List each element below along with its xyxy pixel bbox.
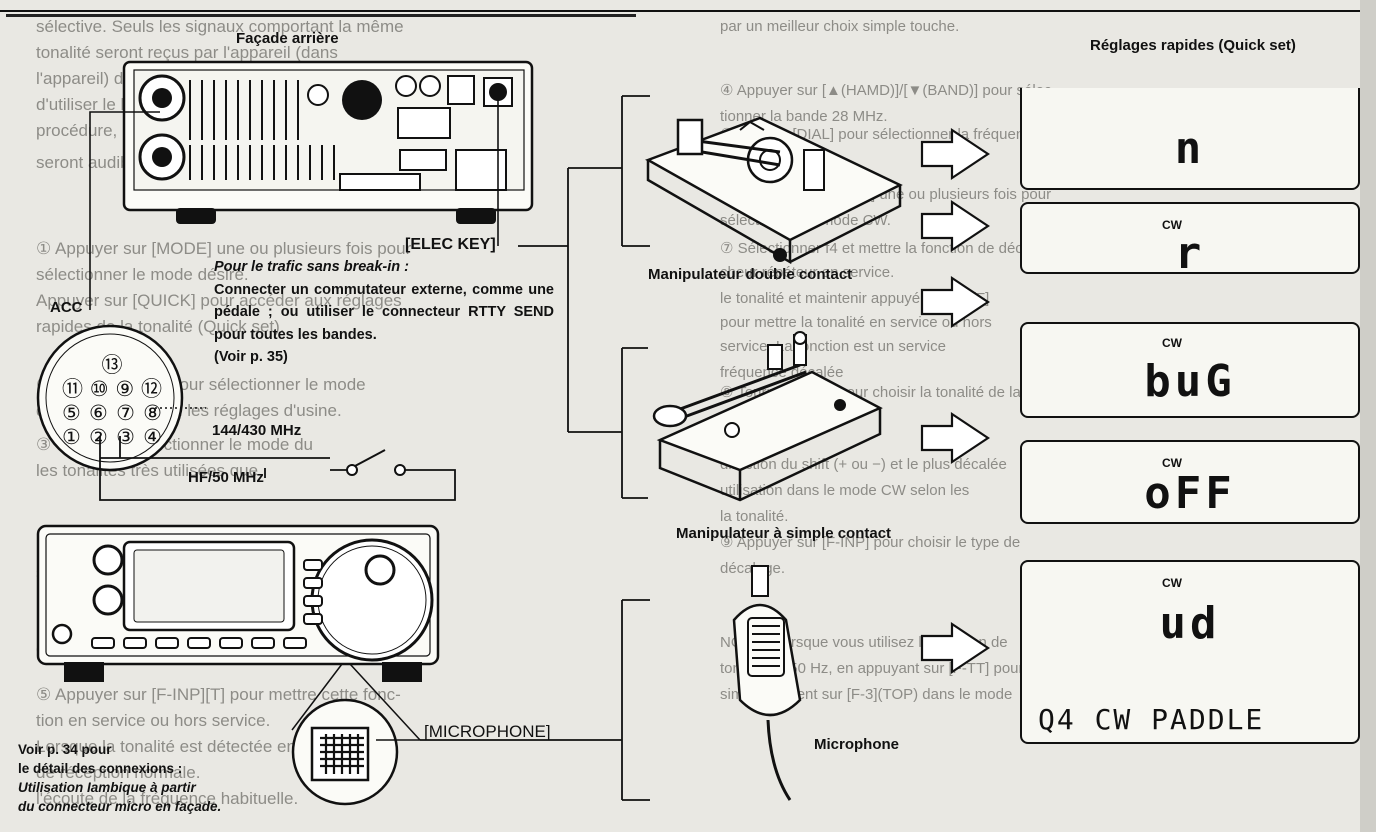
page-edge — [1360, 0, 1376, 832]
lcd-segment-value: ud — [1022, 598, 1358, 649]
elec-key-label: [ELEC KEY] — [405, 236, 496, 254]
quick-set-menu-text: Q4 CW PADDLE — [1038, 703, 1264, 736]
acc-label: ACC — [50, 299, 83, 316]
acc-pin-13: ⑬ — [62, 354, 162, 378]
acc-pin: ⑤ — [62, 402, 81, 426]
lcd-display-3: CW buG — [1020, 322, 1360, 418]
arrows — [922, 130, 988, 672]
cw-indicator: CW — [1162, 576, 1182, 590]
break-in-note-ref: (Voir p. 35) — [214, 346, 554, 369]
lcd-segment-value: buG — [1022, 356, 1358, 407]
break-in-note: Pour le trafic sans break-in : Connecter… — [214, 256, 554, 369]
lcd-segment-value: oFF — [1022, 468, 1358, 519]
double-contact-paddle-illustration — [648, 118, 900, 262]
single-contact-label: Manipulateur à simple contact — [676, 525, 891, 542]
front-note-line: du connecteur micro en façade. — [18, 797, 221, 816]
acc-pin: ⑪ — [62, 378, 83, 402]
lcd-display-1: n — [1020, 88, 1360, 190]
acc-pin-grid: ⑬ ⑪ ⑩ ⑨ ⑫ ⑤ ⑥ ⑦ ⑧ ① ② ③ ④ — [62, 354, 162, 450]
break-in-note-body: Connecter un commutateur externe, comme … — [214, 279, 554, 347]
rear-panel-title: Façade arrière — [236, 30, 339, 47]
acc-pin: ③ — [116, 426, 135, 450]
straight-key-illustration — [654, 332, 880, 500]
acc-pin: ① — [62, 426, 81, 450]
cw-indicator: CW — [1162, 336, 1182, 350]
lcd-segment-value: n — [1022, 123, 1358, 174]
lcd-display-5: CW ud Q4 CW PADDLE — [1020, 560, 1360, 744]
acc-pin: ⑥ — [89, 402, 108, 426]
front-note-line: Utilisation Iambique à partir — [18, 778, 221, 797]
acc-pin: ⑦ — [116, 402, 135, 426]
front-note-line: Voir p. 34 pour — [18, 740, 221, 759]
band-label-hf: HF/50 MHz — [188, 469, 264, 486]
microphone-label: Microphone — [814, 736, 899, 753]
front-connection-note: Voir p. 34 pour le détail des connexions… — [18, 740, 221, 816]
double-contact-label: Manipulateur double contact — [648, 266, 852, 283]
band-label-vhf-uhf: 144/430 MHz — [212, 422, 301, 439]
microphone-connector-label: [MICROPHONE] — [424, 722, 551, 742]
acc-pin: ⑫ — [141, 378, 162, 402]
quick-set-title: Réglages rapides (Quick set) — [1090, 37, 1296, 54]
acc-pin: ④ — [143, 426, 162, 450]
lcd-display-2: CW r — [1020, 202, 1360, 274]
front-note-line: le détail des connexions : — [18, 759, 221, 778]
acc-pin: ⑩ — [90, 378, 109, 402]
lcd-segment-value: r — [1022, 228, 1358, 279]
lcd-display-4: CW oFF — [1020, 440, 1360, 524]
acc-pin: ⑧ — [143, 402, 162, 426]
acc-pin: ② — [89, 426, 108, 450]
break-in-note-heading: Pour le trafic sans break-in : — [214, 256, 554, 279]
microphone-illustration — [734, 566, 800, 800]
external-switch-symbol — [265, 450, 405, 478]
acc-pin: ⑨ — [115, 378, 134, 402]
